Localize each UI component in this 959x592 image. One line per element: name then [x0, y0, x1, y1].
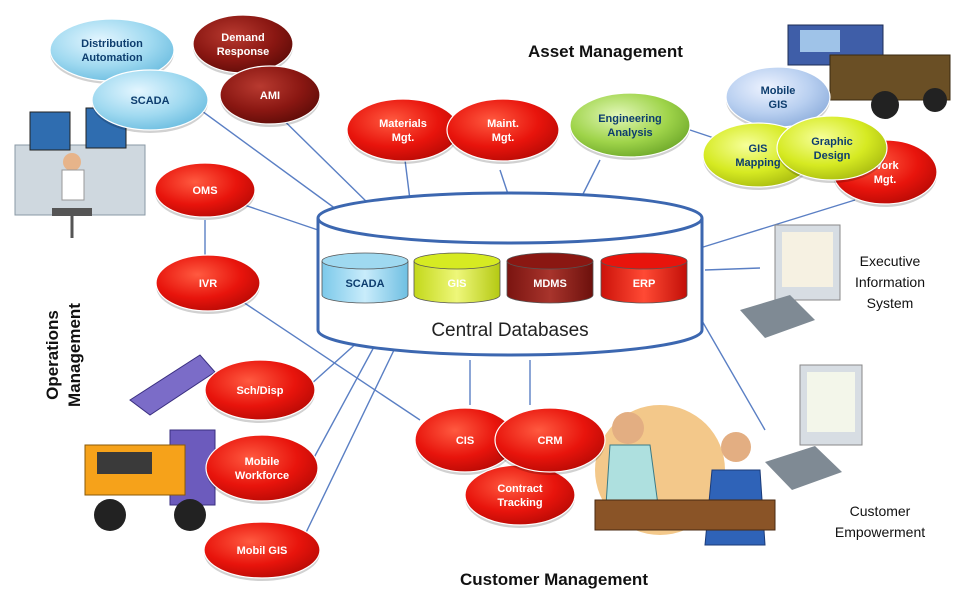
node-ellipse: [219, 65, 321, 125]
node-label: Analysis: [607, 127, 652, 139]
node-label: SCADA: [130, 95, 169, 107]
exec-label-line2: Information: [855, 274, 925, 290]
node-label: Mgt.: [492, 132, 515, 144]
customer-service-desk-icon: [594, 405, 776, 546]
node-label: Tracking: [497, 497, 542, 509]
system-node-crm: CRM: [494, 407, 606, 475]
system-node-maint-mgt: Maint. Mgt.: [446, 98, 560, 164]
node-label: GIS: [769, 99, 788, 111]
central-databases-cylinder: SCADA GIS MDMS ERP Central Databases: [316, 191, 704, 357]
computer-monitor-icon: [765, 364, 863, 490]
bucket-truck-icon: [84, 354, 216, 531]
asset-management-label: Asset Management: [528, 42, 683, 61]
node-label: Workforce: [235, 470, 289, 482]
exec-label-line1: Executive: [860, 253, 921, 269]
database-scada: SCADA: [321, 252, 409, 304]
node-ellipse: [446, 98, 560, 162]
node-label: Engineering: [598, 113, 662, 125]
node-ellipse: [154, 162, 256, 218]
node-label: Automation: [81, 52, 142, 64]
system-node-ami: AMI: [219, 65, 321, 127]
executive-information-system-label: Executive Information System: [855, 253, 925, 311]
operations-management-label: Operations Management: [43, 303, 84, 407]
node-label: Demand: [221, 32, 264, 44]
node-ellipse: [91, 69, 209, 131]
system-node-ivr: IVR: [155, 254, 261, 314]
node-ellipse: [205, 434, 319, 502]
database-mdms: MDMS: [506, 252, 594, 304]
db-body: [506, 261, 594, 304]
node-label: AMI: [260, 90, 280, 102]
node-ellipse: [203, 521, 321, 579]
customer-management-label: Customer Management: [460, 570, 648, 589]
system-node-cis: CIS: [414, 407, 516, 475]
node-label: CRM: [537, 435, 562, 447]
db-label: ERP: [633, 278, 656, 290]
node-ellipse: [569, 92, 691, 158]
node-label: Mobile: [245, 456, 280, 468]
db-top: [321, 252, 409, 270]
operator-workstation-icon: [14, 107, 146, 238]
node-ellipse: [192, 14, 294, 74]
node-label: IVR: [199, 278, 217, 290]
db-top: [413, 252, 501, 270]
exec-label-line3: System: [867, 295, 914, 311]
node-label: GIS: [749, 143, 768, 155]
node-label: Mgt.: [392, 132, 415, 144]
system-node-sch-disp: Sch/Disp: [204, 359, 316, 423]
node-label: Distribution: [81, 38, 143, 50]
db-body: [321, 261, 409, 304]
pickup-truck-icon: [787, 24, 951, 119]
cust-label-line1: Customer: [850, 503, 911, 519]
system-node-oms: OMS: [154, 162, 256, 220]
db-label: MDMS: [533, 278, 567, 290]
node-label: Contract: [497, 483, 543, 495]
node-ellipse: [776, 115, 888, 181]
operations-label-line1: Operations: [43, 310, 62, 400]
node-label: Mobil GIS: [237, 545, 288, 557]
database-gis: GIS: [413, 252, 501, 304]
node-label: Mapping: [735, 157, 780, 169]
db-body: [600, 261, 688, 304]
node-label: Sch/Disp: [236, 385, 283, 397]
system-node-mobil-gis: Mobil GIS: [203, 521, 321, 581]
node-label: Response: [217, 46, 270, 58]
node-label: Design: [814, 150, 851, 162]
db-top: [506, 252, 594, 270]
node-label: OMS: [192, 185, 217, 197]
cust-label-line2: Empowerment: [835, 524, 925, 540]
operations-label-line2: Management: [65, 303, 84, 407]
central-databases-label: Central Databases: [431, 320, 588, 341]
customer-empowerment-label: Customer Empowerment: [835, 503, 925, 540]
node-ellipse: [346, 98, 460, 162]
db-top: [600, 252, 688, 270]
db-label: SCADA: [345, 278, 384, 290]
node-ellipse: [204, 359, 316, 421]
node-ellipse: [494, 407, 606, 473]
node-label: Mobile: [761, 85, 796, 97]
db-label: GIS: [448, 278, 467, 290]
database-erp: ERP: [600, 252, 688, 304]
node-label: Materials: [379, 118, 427, 130]
node-label: Graphic: [811, 136, 853, 148]
node-ellipse: [155, 254, 261, 312]
system-node-scada: SCADA: [91, 69, 209, 133]
computer-monitor-icon: [740, 224, 841, 338]
db-body: [413, 261, 501, 304]
node-label: Mgt.: [874, 174, 897, 186]
node-label: CIS: [456, 435, 474, 447]
node-label: Maint.: [487, 118, 519, 130]
